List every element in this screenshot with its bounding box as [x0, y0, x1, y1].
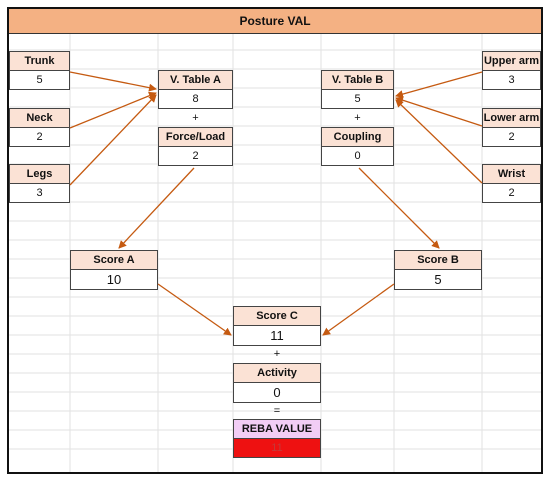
upper-arm-value[interactable]: 3	[482, 70, 541, 90]
reba-value-result[interactable]: 11	[233, 438, 321, 458]
score-c-value[interactable]: 11	[233, 325, 321, 346]
equals-operator: =	[273, 404, 281, 417]
activity-label: Activity	[233, 363, 321, 383]
legs-label: Legs	[9, 164, 70, 184]
lower-arm-value[interactable]: 2	[482, 127, 541, 147]
coupling-value[interactable]: 0	[321, 146, 394, 166]
score-a-value[interactable]: 10	[70, 269, 158, 290]
trunk-value[interactable]: 5	[9, 70, 70, 90]
score-b-value[interactable]: 5	[394, 269, 482, 290]
upper-arm-label: Upper arm	[482, 51, 541, 71]
neck-label: Neck	[9, 108, 70, 128]
plus-operator-c: +	[273, 348, 281, 360]
legs-value[interactable]: 3	[9, 183, 70, 203]
sheet-title: Posture VAL	[9, 9, 541, 34]
plus-operator-b: +	[354, 111, 361, 124]
wrist-value[interactable]: 2	[482, 183, 541, 203]
table-b-value[interactable]: 5	[321, 89, 394, 109]
coupling-label: Coupling	[321, 127, 394, 147]
force-load-value[interactable]: 2	[158, 146, 233, 166]
plus-operator-a: +	[192, 111, 199, 124]
neck-value[interactable]: 2	[9, 127, 70, 147]
score-a-label: Score A	[70, 250, 158, 270]
force-load-label: Force/Load	[158, 127, 233, 147]
activity-value[interactable]: 0	[233, 382, 321, 403]
table-b-label: V. Table B	[321, 70, 394, 90]
score-b-label: Score B	[394, 250, 482, 270]
table-a-label: V. Table A	[158, 70, 233, 90]
trunk-label: Trunk	[9, 51, 70, 71]
reba-value-label: REBA VALUE	[233, 419, 321, 439]
wrist-label: Wrist	[482, 164, 541, 184]
lower-arm-label: Lower arm	[482, 108, 541, 128]
table-a-value[interactable]: 8	[158, 89, 233, 109]
score-c-label: Score C	[233, 306, 321, 326]
worksheet: Posture VAL Trunk 5 Neck 2 Legs 3 Upper …	[7, 7, 543, 474]
